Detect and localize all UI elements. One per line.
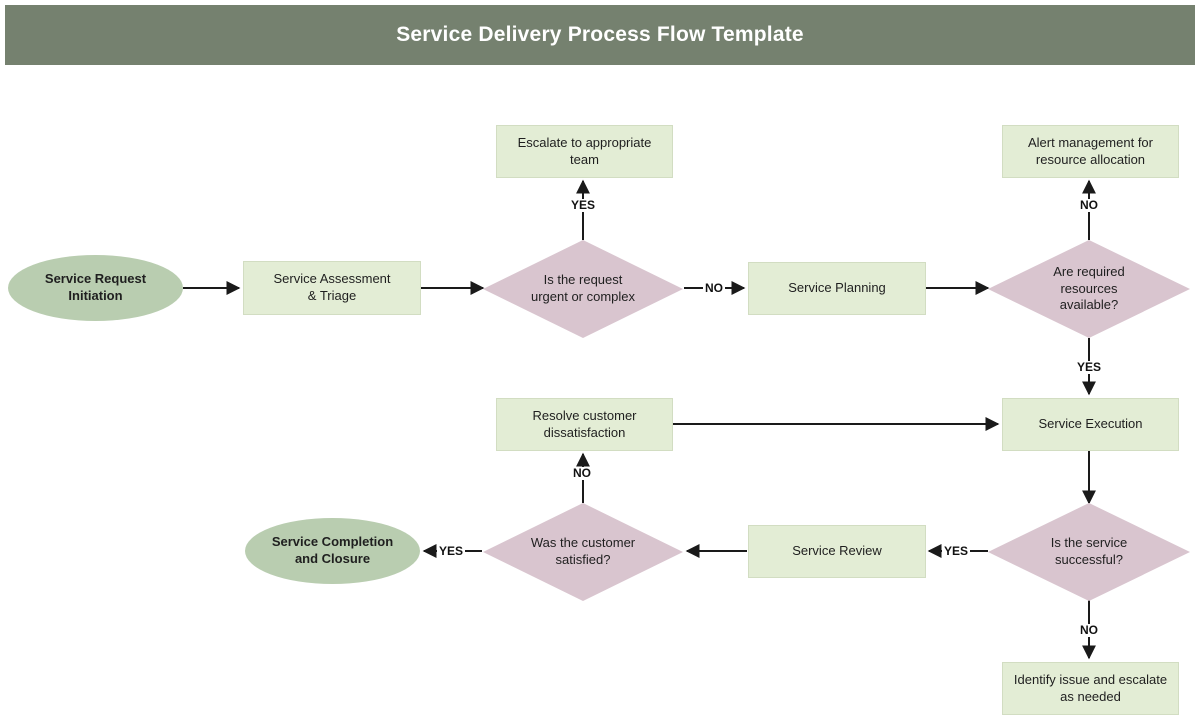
node-resolve-customer-dissatisfaction[interactable]: Resolve customer dissatisfaction [496, 398, 673, 451]
edge-label-satisfied-yes: YES [437, 544, 466, 558]
node-alert-management-resource-allocation[interactable]: Alert management for resource allocation [1002, 125, 1179, 178]
node-service-completion-and-closure[interactable]: Service Completion and Closure [245, 518, 420, 584]
node-service-planning[interactable]: Service Planning [748, 262, 926, 315]
node-label: Are required resources available? [1053, 264, 1125, 313]
edge-label-satisfied-no: NO [571, 466, 593, 480]
node-label: Was the customer satisfied? [530, 535, 636, 567]
node-label: Resolve customer dissatisfaction [532, 407, 637, 440]
edge-label-resources-no: NO [1078, 198, 1100, 212]
node-service-request-initiation[interactable]: Service Request Initiation [8, 255, 183, 321]
edge-label-resources-yes: YES [1075, 360, 1104, 374]
node-was-customer-satisfied[interactable]: Was the customer satisfied? [483, 503, 683, 601]
edge-label-urgent-no: NO [703, 281, 725, 295]
node-service-assessment-triage[interactable]: Service Assessment & Triage [243, 261, 421, 315]
node-is-service-successful[interactable]: Is the service successful? [988, 503, 1190, 601]
edge-label-success-yes: YES [942, 544, 971, 558]
node-escalate-to-appropriate-team[interactable]: Escalate to appropriate team [496, 125, 673, 178]
node-label: Service Execution [1038, 416, 1143, 432]
node-label: Is the service successful? [1050, 535, 1128, 567]
node-label: Identify issue and escalate as needed [1013, 671, 1168, 704]
node-label: Is the request urgent or complex [530, 272, 636, 304]
page-header: Service Delivery Process Flow Template [5, 5, 1195, 65]
node-label: Escalate to appropriate team [517, 134, 652, 167]
node-label: Service Planning [788, 280, 886, 296]
node-are-required-resources-available[interactable]: Are required resources available? [988, 240, 1190, 338]
edge-label-urgent-yes: YES [569, 198, 598, 212]
node-service-review[interactable]: Service Review [748, 525, 926, 578]
node-identify-issue-and-escalate[interactable]: Identify issue and escalate as needed [1002, 662, 1179, 715]
edge-label-success-no: NO [1078, 623, 1100, 637]
node-label: Service Review [792, 543, 882, 559]
node-label: Service Assessment & Triage [273, 271, 391, 303]
node-label: Alert management for resource allocation [1027, 134, 1153, 167]
node-label: Service Request Initiation [44, 271, 147, 303]
page-title: Service Delivery Process Flow Template [396, 23, 804, 46]
node-label: Service Completion and Closure [271, 534, 394, 566]
node-service-execution[interactable]: Service Execution [1002, 398, 1179, 451]
node-is-request-urgent-or-complex[interactable]: Is the request urgent or complex [483, 240, 683, 338]
